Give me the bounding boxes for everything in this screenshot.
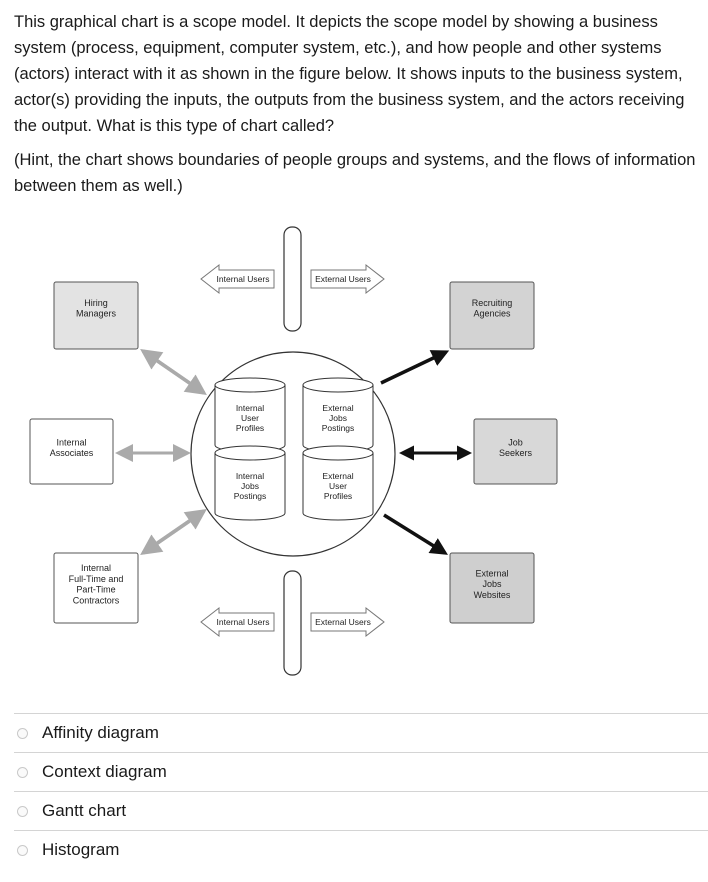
actor-label-line: Internal: [56, 437, 86, 447]
actor-label-line: External: [475, 568, 508, 578]
database-label-line: User: [241, 413, 259, 423]
flow-arrow-top-right: External Users: [310, 263, 385, 295]
actor-label-line: Job: [508, 437, 523, 447]
flow-label-internal-users-top: Internal Users: [217, 274, 270, 284]
radio-button[interactable]: [17, 805, 28, 817]
actor-label-line: Full-Time and: [69, 574, 124, 584]
question-block: This graphical chart is a scope model. I…: [14, 9, 704, 199]
actor-label-line: Associates: [50, 448, 94, 458]
option-label: Gantt chart: [42, 801, 127, 820]
database-label-line: Jobs: [241, 481, 259, 491]
radio-button[interactable]: [17, 766, 28, 778]
actor-label-line: Contractors: [73, 595, 120, 605]
actor-label-line: Managers: [76, 309, 117, 319]
database-label-line: Profiles: [236, 423, 264, 433]
flow-label-external-users-top: External Users: [315, 274, 371, 284]
question-text: This graphical chart is a scope model. I…: [14, 13, 685, 135]
option-label: Context diagram: [42, 762, 167, 781]
scope-model-diagram: Internal Users External Users Internal U…: [29, 226, 558, 676]
connector-external-jobs-websites: [383, 513, 448, 555]
option-gantt-chart[interactable]: Gantt chart: [14, 791, 708, 830]
actor-label-line: Jobs: [482, 579, 502, 589]
option-context-diagram[interactable]: Context diagram: [14, 752, 708, 791]
actor-label-line: Internal: [81, 563, 111, 573]
system-boundary-bottom: [283, 570, 302, 676]
actor-label-line: Websites: [474, 590, 511, 600]
flow-arrow-bottom-left: Internal Users: [200, 606, 275, 638]
radio-button[interactable]: [17, 844, 28, 856]
connector-hiring-managers: [140, 349, 207, 395]
database-label-line: Postings: [322, 423, 355, 433]
option-label: Histogram: [42, 840, 120, 859]
actor-label-line: Hiring: [84, 298, 108, 308]
database-label-line: External: [322, 471, 353, 481]
actor-label-line: Agencies: [473, 309, 511, 319]
flow-arrow-top-left: Internal Users: [200, 263, 275, 295]
actor-label-line: Part-Time: [76, 585, 115, 595]
database-label-line: Jobs: [329, 413, 347, 423]
actor-label-line: Recruiting: [472, 298, 513, 308]
flow-label-external-users-bottom: External Users: [315, 617, 371, 627]
database-label-line: Postings: [234, 491, 267, 501]
connector-contractors: [140, 509, 207, 555]
database-label-line: Internal: [236, 471, 264, 481]
database-label-line: External: [322, 403, 353, 413]
option-histogram[interactable]: Histogram: [14, 830, 708, 869]
flow-arrow-bottom-right: External Users: [310, 606, 385, 638]
connector-recruiting-agencies: [380, 350, 450, 385]
option-affinity-diagram[interactable]: Affinity diagram: [14, 713, 708, 752]
option-label: Affinity diagram: [42, 723, 159, 742]
database-label-line: User: [329, 481, 347, 491]
database-label-line: Profiles: [324, 491, 352, 501]
database-label-line: Internal: [236, 403, 264, 413]
question-hint: (Hint, the chart shows boundaries of peo…: [14, 151, 696, 195]
answer-options: Affinity diagram Context diagram Gantt c…: [14, 713, 708, 869]
flow-label-internal-users-bottom: Internal Users: [217, 617, 270, 627]
actor-label-line: Seekers: [499, 448, 533, 458]
system-boundary-top: [283, 226, 302, 332]
radio-button[interactable]: [17, 727, 28, 739]
